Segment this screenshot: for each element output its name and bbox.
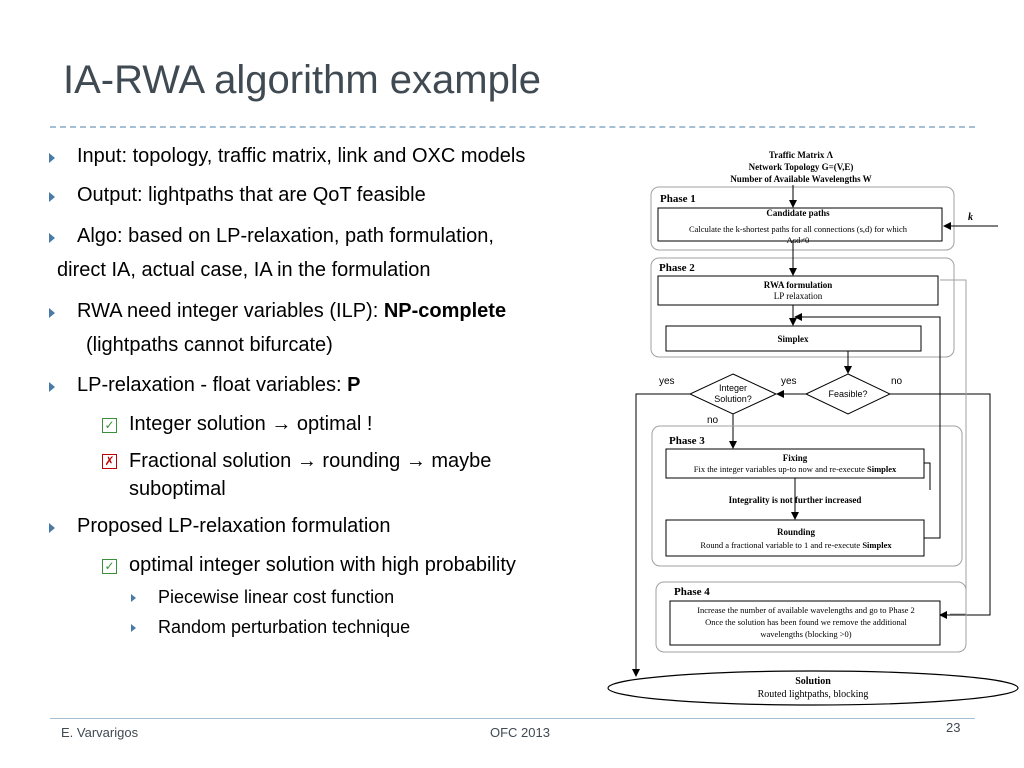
feasible-diamond [804, 373, 892, 415]
candidate-paths-title: Candidate paths [766, 208, 830, 218]
phase4-box [669, 600, 941, 646]
rounding-simplex: Simplex [862, 540, 892, 550]
phase2-label: Phase 2 [659, 262, 695, 274]
bullet-arrow-icon [131, 594, 136, 602]
yes-mid-label: yes [781, 376, 797, 387]
bullet-arrow-icon [131, 624, 136, 632]
bullet-rwa-text: RWA need integer variables (ILP): [77, 300, 384, 322]
candidate-paths-text: Calculate the k-shortest paths for all c… [689, 224, 908, 234]
title-divider [50, 126, 975, 128]
phase4-label: Phase 4 [674, 586, 710, 598]
input-traffic-matrix: Traffic Matrix Λ [769, 150, 834, 160]
feasible-label: Feasible? [828, 389, 867, 399]
phase4-container [655, 581, 967, 653]
phase2-container [650, 257, 955, 358]
phase4-text-1: Increase the number of available wavelen… [697, 605, 915, 615]
fixing-loop-line [924, 462, 931, 490]
simplex-box [665, 325, 922, 352]
bullet-arrow-icon [49, 192, 55, 202]
integer-label-2: Solution? [714, 394, 752, 404]
bullet-rwa: RWA need integer variables (ILP): NP-com… [77, 300, 506, 323]
arrow-rounding-simplex [794, 313, 941, 539]
phase1-container [650, 186, 955, 251]
candidate-paths-cond: Λsd≠0 [787, 235, 810, 245]
bullet-algo-line2: direct IA, actual case, IA in the formul… [57, 259, 431, 281]
arrow-integer-solution [632, 393, 690, 677]
bullet-arrow-icon [49, 153, 55, 163]
rwa-formulation-title: RWA formulation [764, 280, 832, 290]
k-label: k [968, 212, 973, 223]
input-network-topology: Network Topology G=(V,E) [749, 162, 854, 172]
footer-divider [50, 718, 975, 719]
check-icon: ✓ [102, 418, 117, 433]
bullet-proposed: Proposed LP-relaxation formulation [77, 515, 391, 537]
bullet-lp-relaxation: LP-relaxation - float variables: P [77, 374, 360, 397]
rwa-formulation-box [657, 275, 939, 306]
candidate-paths-box [657, 207, 943, 242]
np-complete-label: NP-complete [383, 300, 507, 322]
footer-page-number: 23 [946, 720, 961, 735]
bullet-arrow-icon [49, 382, 55, 392]
phase4-loop-line [940, 279, 967, 615]
solution-sub: Routed lightpaths, blocking [758, 689, 869, 700]
bullet-lp-text: LP-relaxation - float variables: [77, 374, 348, 396]
cross-icon: ✗ [102, 454, 117, 469]
bullet-input: Input: topology, traffic matrix, link an… [77, 145, 526, 167]
bullet-algo-line1: Algo: based on LP-relaxation, path formu… [77, 225, 494, 247]
bullet-rwa-line2: (lightpaths cannot bifurcate) [86, 334, 333, 356]
phase3-container [651, 425, 963, 567]
solution-ellipse [607, 670, 1019, 706]
sub2-random: Random perturbation technique [158, 617, 411, 637]
rounding-box [665, 519, 925, 557]
rounding-text: Round a fractional variable to 1 and re-… [700, 540, 892, 550]
no-right-label: no [891, 376, 903, 387]
bullet-arrow-icon [49, 523, 55, 533]
sub-fractional-line2: suboptimal [129, 478, 226, 500]
phase4-text-3: wavelengths (blocking >0) [760, 629, 851, 639]
sub-optimal-integer: optimal integer solution with high proba… [129, 554, 516, 576]
simplex-label: Simplex [777, 334, 809, 344]
fixing-simplex: Simplex [867, 464, 897, 474]
fixing-title: Fixing [783, 453, 808, 463]
rwa-formulation-sub: LP relaxation [774, 291, 823, 301]
yes-left-label: yes [659, 376, 675, 387]
fixing-text: Fix the integer variables up-to now and … [694, 464, 897, 474]
bullet-arrow-icon [49, 233, 55, 243]
input-wavelengths: Number of Available Wavelengths W [730, 174, 871, 184]
rounding-title: Rounding [777, 527, 816, 537]
integer-label-1: Integer [719, 383, 747, 393]
rounding-desc: Round a fractional variable to 1 and re-… [700, 540, 862, 550]
phase4-text-2: Once the solution has been found we remo… [705, 617, 907, 627]
footer-author: E. Varvarigos [61, 725, 139, 740]
phase1-label: Phase 1 [660, 193, 696, 205]
fixing-desc: Fix the integer variables up-to now and … [694, 464, 867, 474]
p-label: P [347, 374, 361, 396]
phase3-label: Phase 3 [669, 435, 705, 447]
footer-conference: OFC 2013 [490, 725, 550, 740]
no-below-label: no [707, 415, 719, 426]
check-icon: ✓ [102, 559, 117, 574]
sub-integer-solution: Integer solution → optimal ! [129, 413, 373, 435]
bullet-arrow-icon [49, 308, 55, 318]
slide-title: IA-RWA algorithm example [63, 58, 541, 102]
solution-title: Solution [795, 676, 831, 687]
sub2-piecewise: Piecewise linear cost function [158, 587, 395, 607]
sub-fractional-line1: Fractional solution → rounding → maybe [129, 450, 492, 472]
bullet-output: Output: lightpaths that are QoT feasible [77, 184, 426, 206]
